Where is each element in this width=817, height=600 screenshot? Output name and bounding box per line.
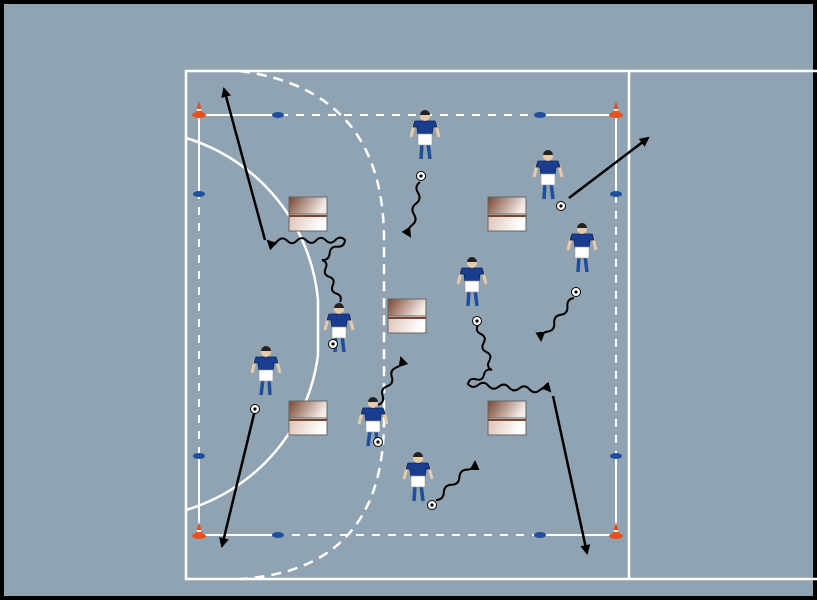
hair xyxy=(368,397,378,402)
hair xyxy=(334,303,344,308)
shorts xyxy=(365,420,381,433)
ball-icon xyxy=(571,287,581,297)
disc-marker-icon xyxy=(272,112,284,118)
cone-icon xyxy=(609,522,623,539)
cone-icon xyxy=(609,101,623,118)
leg xyxy=(549,182,555,200)
dribble-arrow-icon xyxy=(466,324,552,394)
shorts xyxy=(540,173,556,186)
leg xyxy=(419,484,425,502)
box-top xyxy=(387,298,427,317)
shorts xyxy=(331,326,347,339)
leg xyxy=(466,289,471,307)
player-icon xyxy=(409,110,441,160)
hair xyxy=(543,150,553,155)
disc-marker-icon xyxy=(272,532,284,538)
mini-goal-box-icon xyxy=(288,196,328,232)
disc-marker-icon xyxy=(610,191,622,197)
ball-panel xyxy=(430,503,434,507)
cone-stripe xyxy=(613,530,619,532)
ball-panel xyxy=(475,319,479,323)
hair xyxy=(467,257,477,262)
ball-icon xyxy=(556,201,566,211)
ball-icon xyxy=(250,404,260,414)
disc-marker-icon xyxy=(610,453,622,459)
shorts xyxy=(417,133,433,146)
shorts xyxy=(410,475,426,488)
cone-stripe xyxy=(196,530,202,532)
disc-marker-icon xyxy=(534,112,546,118)
mini-goal-box-icon xyxy=(487,400,527,436)
ball-icon xyxy=(328,339,338,349)
ball-panel xyxy=(253,407,257,411)
shorts xyxy=(464,280,480,293)
leg xyxy=(576,255,581,273)
player-icon xyxy=(456,257,488,307)
dribble-arrow-icon xyxy=(266,236,347,303)
player-icon xyxy=(250,346,282,396)
pass-arrow-icon xyxy=(551,395,591,555)
hair xyxy=(413,452,423,457)
dribble-arrow-icon xyxy=(435,460,480,501)
cone-icon xyxy=(192,101,206,118)
goal-area-arc xyxy=(185,136,320,512)
ball-panel xyxy=(574,290,578,294)
box-top xyxy=(288,400,328,419)
box-top xyxy=(487,400,527,419)
ball-icon xyxy=(416,171,426,181)
cone-stripe xyxy=(196,109,202,111)
shorts xyxy=(258,369,274,382)
ball-icon xyxy=(427,500,437,510)
box-top xyxy=(487,196,527,215)
ball-panel xyxy=(331,342,335,346)
hair xyxy=(577,223,587,228)
ball-panel xyxy=(419,174,423,178)
disc-marker-icon xyxy=(193,453,205,459)
player-icon xyxy=(323,303,355,353)
hair xyxy=(261,346,271,351)
mini-goal-box-icon xyxy=(487,196,527,232)
mini-goal-box-icon xyxy=(288,400,328,436)
leg xyxy=(426,142,432,160)
pass-arrow-icon xyxy=(221,87,267,241)
ball-icon xyxy=(472,316,482,326)
disc-marker-icon xyxy=(193,191,205,197)
dribble-arrow-icon xyxy=(377,356,409,406)
leg xyxy=(473,289,479,307)
leg xyxy=(259,378,265,396)
dribble-arrow-icon xyxy=(535,297,575,342)
pass-arrow-icon xyxy=(219,409,257,548)
player-icon xyxy=(566,223,598,273)
pass-arrow-icon xyxy=(568,136,650,199)
shorts xyxy=(574,246,590,259)
ball-panel xyxy=(376,440,380,444)
player-icon xyxy=(532,150,564,200)
leg xyxy=(419,142,424,160)
leg xyxy=(412,484,417,502)
leg xyxy=(542,182,547,200)
leg xyxy=(583,255,589,273)
leg xyxy=(366,429,372,447)
cone-icon xyxy=(192,522,206,539)
pitch-lines xyxy=(184,69,817,581)
ball-icon xyxy=(373,437,383,447)
ball-panel xyxy=(559,204,563,208)
cone-stripe xyxy=(613,109,619,111)
mini-goal-box-icon xyxy=(387,298,427,334)
dribble-arrow-icon xyxy=(401,181,421,238)
box-top xyxy=(288,196,328,215)
leg xyxy=(340,335,346,353)
disc-marker-icon xyxy=(534,532,546,538)
leg xyxy=(267,378,272,396)
player-icon xyxy=(402,452,434,502)
hair xyxy=(420,110,430,115)
